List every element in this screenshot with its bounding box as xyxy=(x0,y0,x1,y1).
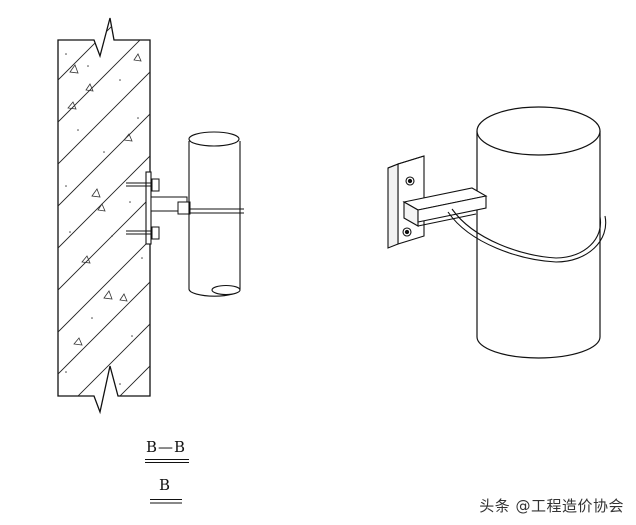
section-label: B—B xyxy=(146,438,187,456)
section-label-underline-2 xyxy=(145,462,189,463)
watermark: 头条 @工程造价协会 xyxy=(479,497,624,515)
pipe-isometric xyxy=(476,106,601,359)
aggregate-marks xyxy=(67,53,142,346)
section-label-underline xyxy=(145,459,189,460)
detail-label: B xyxy=(159,476,172,494)
detail-label-underline xyxy=(150,499,182,500)
aggregate-dots xyxy=(65,53,143,385)
pipe-side-view xyxy=(188,131,244,297)
anchor-bolts xyxy=(126,178,160,240)
concrete-wall-section xyxy=(57,17,151,415)
wall-hatching xyxy=(58,18,150,412)
u-bolt-isometric xyxy=(447,208,607,263)
bracket-arm-section xyxy=(150,196,191,215)
